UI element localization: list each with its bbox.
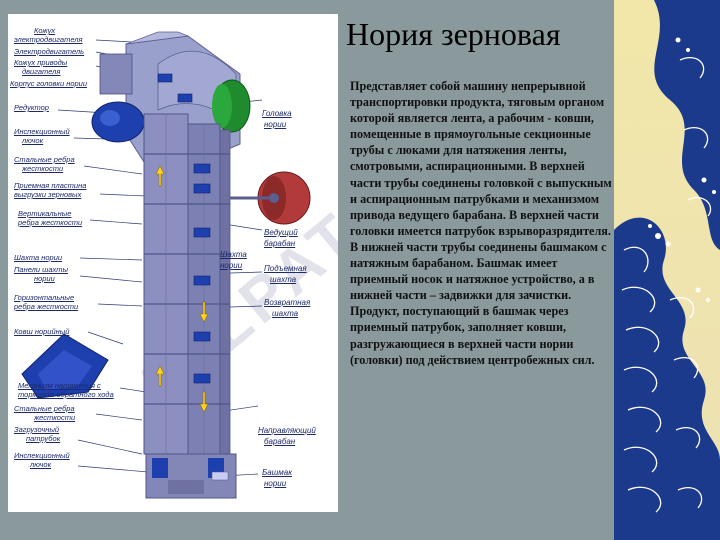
label-lifting-shaft-2: шахта (270, 275, 297, 284)
label-motor-cover: Кожух (34, 26, 56, 35)
label-loading-pipe: Загрузочный (14, 425, 60, 434)
label-guide-drum-2: барабан (264, 437, 296, 446)
motor (212, 79, 251, 133)
elevator-illustration: ALLPAT (21, 31, 338, 499)
slide-body-text: Представляет собой машину непрерывной тр… (350, 79, 612, 367)
label-shaft: Шахта нории (14, 253, 63, 262)
label-inspection-hatch-bottom: Инспекционный (14, 451, 70, 460)
label-steel-ribs: Стальные ребра (14, 155, 75, 164)
label-drive-cover-2: двигателя (22, 67, 61, 76)
label-return-shaft-2: шахта (272, 309, 299, 318)
buckets (157, 73, 211, 384)
label-shaft-panels: Панели шахты (14, 265, 69, 274)
label-vertical-ribs-2: ребра жесткости (18, 218, 83, 227)
drive-drum (230, 171, 311, 225)
label-steel-ribs-2: жесткости (22, 164, 64, 173)
wave-decoration (614, 0, 720, 540)
slide-title: Нория зерновая (346, 16, 561, 52)
label-inspection-hatch-bottom-2: лючок (30, 460, 52, 469)
label-shaft-right-2: нории (220, 261, 243, 270)
label-motor: Электродвигатель (14, 47, 85, 56)
label-vertical-ribs: Вертикальные (18, 209, 72, 218)
label-shaft-right: Шахта (220, 250, 247, 259)
label-head-body: Корпус головки нории (10, 79, 88, 88)
elevator-diagram: ALLPAT (8, 14, 338, 512)
flow-arrows (155, 165, 209, 413)
label-drive-drum-2: барабан (264, 239, 296, 248)
label-drive-drum: Ведущий (264, 228, 298, 237)
label-steel-ribs-bottom: Стальные ребра (14, 404, 75, 413)
elevator-boot (145, 453, 237, 499)
label-boot-2: нории (264, 479, 287, 488)
label-receiving-plate-2: выгрузки зерновых (14, 190, 82, 199)
label-loading-pipe-2: патрубок (26, 434, 61, 443)
label-shaft-panels-2: нории (34, 274, 55, 283)
label-lifting-shaft: Подъемная (264, 264, 307, 273)
label-tension-mechanism-2: тормозом обратного хода (18, 390, 114, 399)
label-head: Головка (262, 109, 292, 118)
label-inspection-hatch-2: лючок (22, 136, 44, 145)
label-bucket: Ковш норийный (14, 327, 70, 336)
wave-pattern (614, 0, 720, 540)
label-horizontal-ribs: Горизонтальные (14, 293, 75, 302)
label-head-2: нории (264, 120, 287, 129)
label-boot: Башмак (262, 468, 293, 477)
label-inspection-hatch: Инспекционный (14, 127, 70, 136)
label-guide-drum: Направляющий (258, 426, 316, 435)
label-motor-cover-2: электродвигателя (14, 35, 83, 44)
label-tension-mechanism: Механизм натяжения с (18, 381, 101, 390)
label-reducer: Редуктор (14, 103, 49, 112)
tension-mechanism (21, 333, 109, 399)
label-return-shaft: Возвратная (264, 298, 311, 307)
elevator-shafts (143, 113, 231, 455)
label-steel-ribs-bottom-2: жесткости (34, 413, 76, 422)
reducer (91, 101, 145, 143)
label-receiving-plate: Приемная пластина (14, 181, 87, 190)
label-drive-cover: Кожух приводы (14, 58, 68, 67)
label-horizontal-ribs-2: ребра жесткости (14, 302, 79, 311)
